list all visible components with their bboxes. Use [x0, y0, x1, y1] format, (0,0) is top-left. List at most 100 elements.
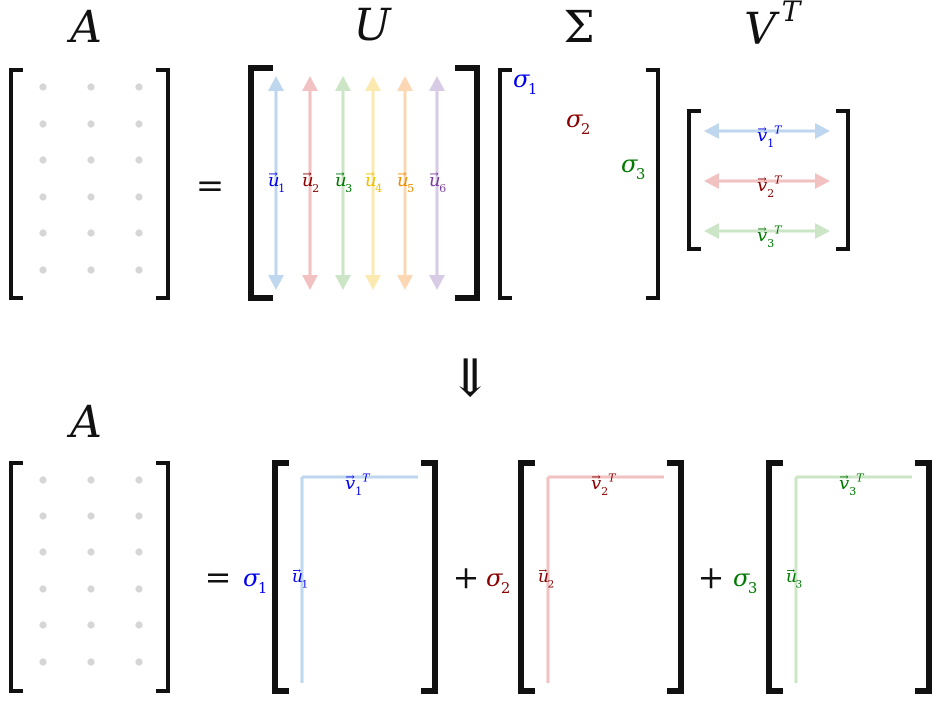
matrix-A-top-dot [39, 266, 47, 274]
outer-product-3-u-label-subscript: 3 [796, 578, 803, 590]
outer-product-1-u-label-subscript: 1 [302, 578, 309, 590]
matrix-A-bottom-dot [39, 512, 47, 520]
u-vector-label-2-arrow-mark: → [302, 167, 311, 180]
sigma-diagonal-3-symbol: σ [621, 150, 638, 178]
v-vector-label-1-letter: v [757, 125, 767, 146]
outer-product-3-v-label: v→3T [839, 470, 865, 497]
outer-product-1-u-label: u→1 [292, 565, 308, 591]
outer-product-1-u-label-arrow-mark: → [292, 565, 301, 577]
matrix-A-bottom-dot [87, 548, 95, 556]
v-vector-label-3-superscript: T [774, 223, 783, 236]
outer-product-1-sigma: σ1 [243, 564, 267, 597]
v-vector-label-2-superscript: T [774, 173, 783, 186]
title-A-top: A [66, 2, 102, 53]
outer-product-2-matrix-left-bracket [518, 460, 535, 694]
u-vector-label-2-letter: u [302, 170, 314, 191]
outer-product-2-v-label-subscript: 2 [601, 485, 608, 498]
u-vector-label-2-subscript: 2 [312, 182, 319, 195]
outer-product-1-matrix-left-bracket [272, 460, 289, 694]
matrix-A-bottom-dot [135, 621, 143, 629]
u-column-arrow-5-head-top [397, 76, 413, 91]
u-vector-label-1-subscript: 1 [278, 182, 285, 195]
matrix-A-top-dot [135, 229, 143, 237]
matrix-A-top-dot [39, 193, 47, 201]
outer-product-3-v-label-arrow-mark: → [839, 470, 848, 483]
sigma-diagonal-3: σ3 [621, 150, 645, 183]
u-column-arrow-1-head-top [268, 76, 284, 91]
u-vector-label-1-letter: u [268, 170, 280, 191]
v-row-arrow-1-head-left [704, 123, 719, 139]
v-vector-label-3-arrow-mark: → [757, 222, 766, 235]
sigma-diagonal-1-subscript: 1 [528, 80, 537, 98]
matrix-Sigma-right-bracket [646, 68, 660, 300]
matrix-A-top-dot [87, 156, 95, 164]
outer-product-1-sigma-symbol: σ [243, 564, 260, 592]
matrix-A-top-dot [135, 156, 143, 164]
matrix-VT-right-bracket [836, 109, 850, 251]
u-vector-label-5-subscript: 5 [407, 182, 414, 195]
v-vector-label-2-arrow-mark: → [757, 172, 766, 185]
u-column-arrow-4-head-top [365, 76, 381, 91]
u-column-arrow-6-head-top [429, 76, 445, 91]
u-column-arrow-3-head-top [335, 76, 351, 91]
sigma-diagonal-1: σ1 [513, 65, 537, 98]
outer-product-3-sigma: σ3 [733, 564, 757, 597]
matrix-A-bottom-dot [39, 621, 47, 629]
matrix-A-bottom-dot [135, 585, 143, 593]
matrix-A-top-dot [87, 229, 95, 237]
matrix-A-top-dot [87, 266, 95, 274]
u-vector-label-3-arrow-mark: → [335, 167, 344, 180]
outer-product-1-v-label-subscript: 1 [355, 485, 362, 498]
outer-product-2-v-label-superscript: T [608, 471, 617, 484]
outer-product-2-sigma: σ2 [486, 564, 510, 597]
v-vector-label-1: v→1T [757, 122, 783, 149]
outer-product-2-sigma-subscript: 2 [501, 579, 510, 597]
u-vector-label-6: u→6 [429, 167, 446, 194]
u-column-arrow-2-head-top [302, 76, 318, 91]
u-column-arrow-2-head-bottom [302, 275, 318, 290]
matrix-A-bottom-dot [39, 585, 47, 593]
u-vector-label-5-arrow-mark: → [397, 167, 406, 180]
matrix-A-top-dot [39, 83, 47, 91]
u-vector-label-4-subscript: 4 [375, 182, 382, 195]
v-vector-label-1-superscript: T [774, 123, 783, 136]
matrix-A-top-dot [135, 193, 143, 201]
u-vector-label-4-arrow-mark: → [365, 167, 374, 180]
matrix-A-bottom-dot [87, 621, 95, 629]
u-vector-label-3-subscript: 3 [345, 182, 352, 195]
matrix-A-top-dot [87, 193, 95, 201]
u-column-arrow-5-head-bottom [397, 275, 413, 290]
outer-product-2-u-label: u→2 [538, 565, 554, 591]
matrix-A-top-dot [135, 266, 143, 274]
v-vector-label-3: v→3T [757, 222, 783, 249]
matrix-A-bottom-dot [135, 658, 143, 666]
matrix-A-top-dot [135, 83, 143, 91]
equals-sign-bottom: = [205, 558, 232, 596]
u-vector-label-3: u→3 [335, 167, 352, 194]
v-vector-label-2-subscript: 2 [767, 187, 774, 200]
outer-product-2-u-label-subscript: 2 [548, 578, 555, 590]
matrix-A-bottom-dot [135, 548, 143, 556]
outer-product-2-sigma-symbol: σ [486, 564, 503, 592]
u-vector-label-5: u→5 [397, 167, 414, 194]
title-V: V [744, 4, 780, 55]
implies-arrow: ⇓ [448, 349, 492, 409]
outer-product-3-u-label-arrow-mark: → [786, 565, 795, 577]
matrix-dots-layer [39, 83, 143, 666]
u-vector-label-4: u→4 [365, 167, 382, 194]
matrix-A-top-dot [39, 156, 47, 164]
matrix-A-bottom-dot [87, 585, 95, 593]
v-row-arrow-3-head-right [815, 223, 830, 239]
matrix-A-bottom-right-bracket [156, 461, 170, 693]
outer-product-1-sigma-subscript: 1 [258, 579, 267, 597]
v-vector-label-2-letter: v [757, 175, 767, 196]
outer-product-2-u-label-letter: u [538, 567, 549, 587]
matrix-A-top-dot [135, 120, 143, 128]
matrix-A-top-dot [39, 120, 47, 128]
brackets-layer [9, 65, 932, 694]
vector-lines-layer [268, 76, 912, 683]
matrix-A-top-right-bracket [156, 68, 170, 300]
matrix-Sigma-left-bracket [498, 68, 512, 300]
matrix-A-bottom-dot [135, 476, 143, 484]
